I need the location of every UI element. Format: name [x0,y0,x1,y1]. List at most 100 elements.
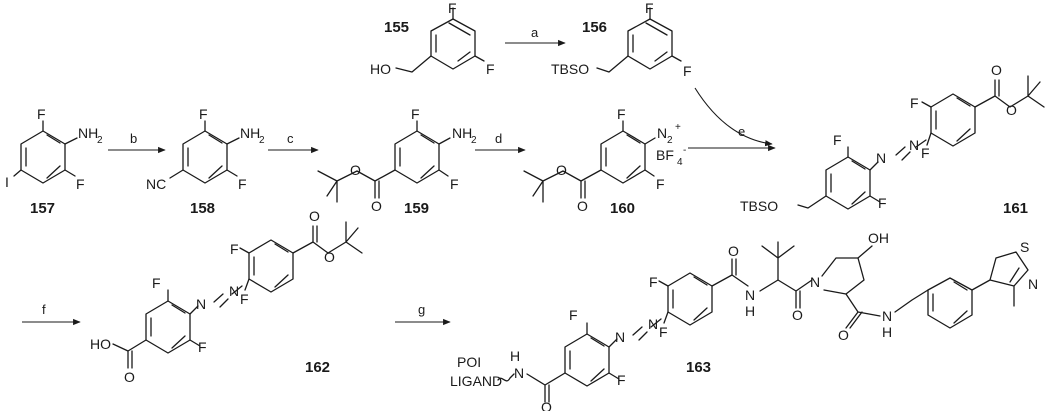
compound-label-158: 158 [190,200,215,217]
compound-label-160: 160 [610,200,635,217]
compound-label-163: 163 [686,359,711,376]
subscript: 2 [259,135,265,146]
atom-label: I [5,174,9,190]
atom-label: O [350,162,361,178]
atom-label: O [991,62,1002,78]
superscript: - [683,145,686,156]
atom-label: OH [868,230,889,246]
reaction-arrow-d: d [475,131,526,154]
atom-label: N [229,283,239,299]
compound-159: F NH 2 F O O 159 [317,106,477,217]
compound-161: F F TBSO N N F F O O 161 [740,62,1045,217]
atom-label: POI [457,354,481,370]
atom-label: HO [370,61,391,77]
step-label-e: e [738,124,745,139]
atom-label: F [76,176,85,192]
atom-label: O [1006,102,1017,118]
superscript: + [675,122,681,133]
atom-label: O [728,243,739,259]
atom-label: F [411,106,420,122]
atom-label: N [648,316,658,332]
atom-label: F [617,106,626,122]
atom-label: N [1028,276,1038,292]
atom-label: F [486,61,495,77]
atom-label: H [745,303,755,319]
atom-label: BF [656,147,674,163]
compound-label-157: 157 [30,200,55,217]
atom-label: H [510,348,520,364]
atom-label: F [198,339,207,355]
compound-160: F N 2 + BF 4 - F O O 160 [523,106,686,217]
compound-162: F F HO O N N F F O O 162 [90,208,363,385]
atom-label: O [324,249,335,265]
atom-label: N [657,125,667,141]
atom-label: F [569,307,578,323]
atom-label: F [878,195,887,211]
atom-label: NC [146,176,166,192]
atom-label: N [745,287,755,303]
step-label-a: a [531,25,539,40]
reaction-arrow-f: f [22,302,81,326]
atom-label: F [921,145,930,161]
atom-label: O [838,327,849,343]
step-label-f: f [42,302,46,317]
atom-label: NH [240,125,260,141]
atom-label: F [645,0,654,16]
atom-label: O [309,208,320,224]
atom-label: F [649,274,658,290]
atom-label: F [37,106,46,122]
compound-label-162: 162 [305,359,330,376]
atom-label: F [230,241,239,257]
atom-label: N [909,137,919,153]
atom-label: TBSO [551,61,589,77]
atom-label: NH [78,125,98,141]
reaction-arrow-c: c [268,131,319,154]
atom-label: F [240,291,249,307]
reaction-arrow-g: g [395,302,451,326]
atom-label: F [199,106,208,122]
atom-label: F [617,372,626,388]
reaction-arrow-e: e [688,87,776,152]
subscript: 2 [667,135,673,146]
atom-label: N [196,296,206,312]
atom-label: N [810,274,820,290]
atom-label: O [792,307,803,323]
atom-label: HO [90,336,111,352]
reaction-arrow-b: b [108,131,166,154]
atom-label: N [615,329,625,345]
compound-155: 155 F F HO [370,0,495,77]
atom-label: F [238,176,247,192]
atom-label: F [659,324,668,340]
atom-label: O [124,369,135,385]
atom-label: F [450,176,459,192]
compound-label-159: 159 [404,200,429,217]
compound-label-156: 156 [582,19,607,36]
subscript: 2 [471,135,477,146]
atom-label: F [683,63,692,79]
atom-label: O [577,198,588,214]
compound-163: POI LIGAND H N O F F N N F F O N H O N O… [450,230,1038,411]
atom-label: N [882,308,892,324]
atom-label: O [541,399,552,411]
atom-label: NH [452,125,472,141]
compound-156: 156 F F TBSO [551,0,692,79]
atom-label: O [371,198,382,214]
atom-label: H [882,324,892,340]
subscript: 2 [97,135,103,146]
atom-label: N [876,150,886,166]
atom-label: F [656,176,665,192]
atom-label: N [514,365,524,381]
step-label-b: b [130,131,137,146]
atom-label: F [448,0,457,16]
step-label-g: g [418,302,425,317]
atom-label: F [910,95,919,111]
step-label-d: d [495,131,502,146]
reaction-arrow-a: a [505,25,566,47]
step-label-c: c [287,131,294,146]
compound-158: F NH 2 F NC 158 [146,106,265,217]
subscript: 4 [677,157,683,168]
atom-label: O [556,162,567,178]
atom-label: LIGAND [450,373,502,389]
atom-label: F [833,132,842,148]
